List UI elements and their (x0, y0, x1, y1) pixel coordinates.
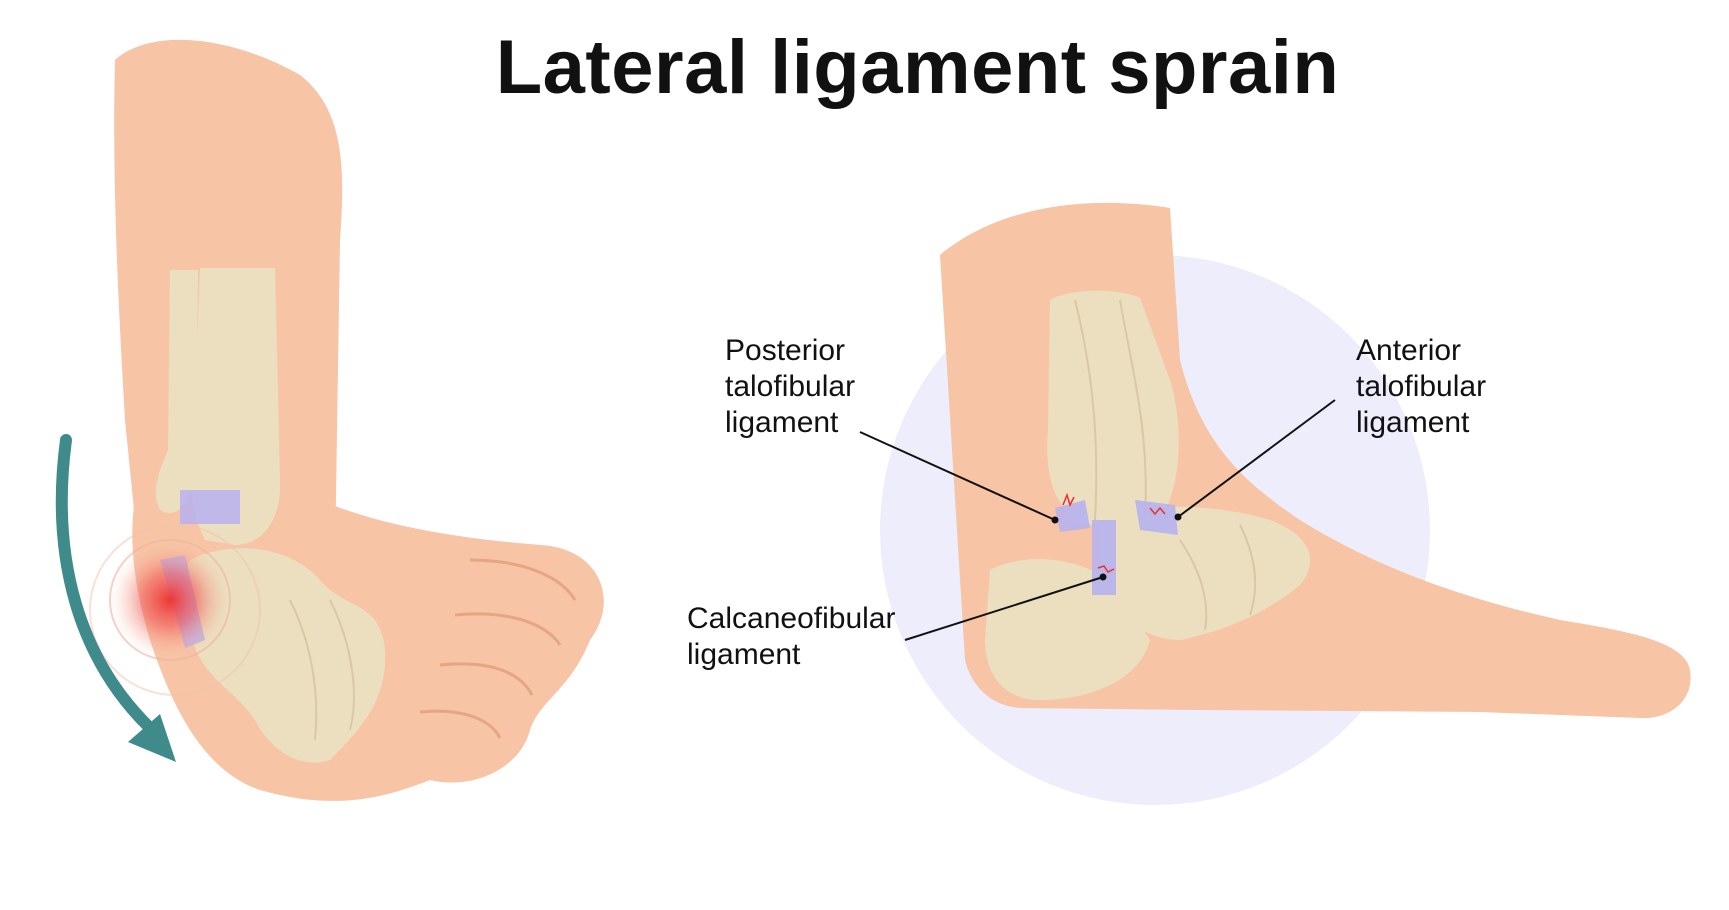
label-line: Anterior (1356, 334, 1462, 367)
label-line: ligament (1356, 406, 1470, 439)
injury-glow-icon (110, 540, 230, 660)
calcaneofibular-ligament (1092, 520, 1116, 595)
left-tarsal-bones (183, 548, 386, 763)
label-calcaneofibular: Calcaneofibular ligament (687, 601, 895, 673)
left-bone-lines (289, 599, 355, 741)
posterior-talofibular-ligament (1055, 500, 1090, 532)
right-tarsal-bones (1100, 506, 1310, 640)
label-anterior-talofibular: Anterior talofibular ligament (1356, 333, 1486, 441)
label-line: ligament (687, 638, 801, 671)
label-line: ligament (725, 406, 839, 439)
label-line: talofibular (1356, 370, 1487, 403)
tear-marks (1062, 492, 1166, 573)
label-line: Posterior (725, 334, 846, 367)
right-bone-lines (1074, 299, 1257, 631)
right-lateral-foot (859, 202, 1691, 805)
label-line: Calcaneofibular (687, 602, 896, 635)
left-toes (419, 558, 577, 739)
anterior-talofibular-ligament (1135, 500, 1178, 535)
rotation-arrow-icon (55, 434, 176, 762)
leader-lines (859, 399, 1336, 641)
left-tibia (191, 268, 281, 545)
left-inverted-foot (55, 39, 604, 801)
diagram-title: Lateral ligament sprain (495, 25, 1340, 110)
label-line: talofibular (725, 370, 856, 403)
leader-dots (1051, 513, 1182, 581)
label-posterior-talofibular: Posterior talofibular ligament (725, 333, 855, 441)
left-upper-ligament (180, 490, 240, 524)
left-fibula (155, 270, 198, 514)
